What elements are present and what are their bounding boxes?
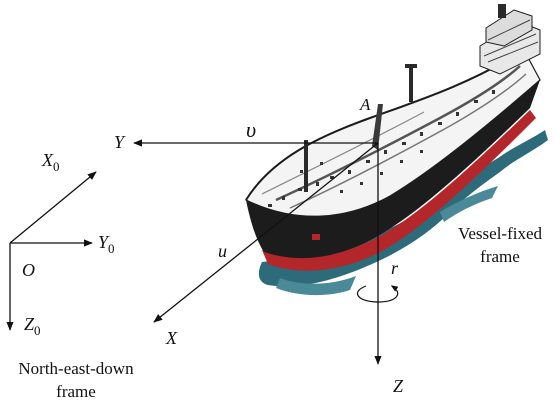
vessel-y-label: Y: [114, 132, 126, 152]
hull-side: [246, 80, 540, 259]
water-splash: [276, 276, 356, 296]
vessel-frame: Y υ A u X r Z Vessel-fixed frame: [114, 95, 543, 396]
yaw-rate-label: r: [391, 258, 399, 278]
tanker-ship-illustration: [245, 4, 548, 296]
vessel-x-label: X: [165, 328, 178, 348]
origin-point-a-label: A: [359, 95, 371, 114]
water-wake: [258, 130, 548, 287]
ned-x-axis: [9, 171, 97, 244]
superstructure: [479, 4, 541, 75]
ned-frame: X0 Y0 O Z0 North-east-down frame: [6, 150, 134, 401]
ned-z-label: Z0: [24, 314, 41, 338]
vessel-x-axis: [153, 142, 379, 323]
ned-y-label: Y0: [98, 232, 115, 256]
ned-caption-line2: frame: [56, 382, 96, 401]
water-splash-right: [440, 186, 498, 222]
sway-velocity-label: υ: [246, 117, 256, 142]
vessel-caption-line2: frame: [480, 247, 520, 266]
ned-caption-line1: North-east-down: [18, 359, 134, 378]
ned-origin-label: O: [22, 260, 35, 280]
vessel-z-label: Z: [393, 376, 404, 396]
hull-waterline: [262, 110, 536, 271]
yaw-rate-arc: [356, 285, 399, 303]
vessel-caption-line1: Vessel-fixed: [458, 224, 543, 243]
surge-velocity-label: u: [218, 241, 227, 261]
ned-x-label: X0: [41, 150, 60, 174]
